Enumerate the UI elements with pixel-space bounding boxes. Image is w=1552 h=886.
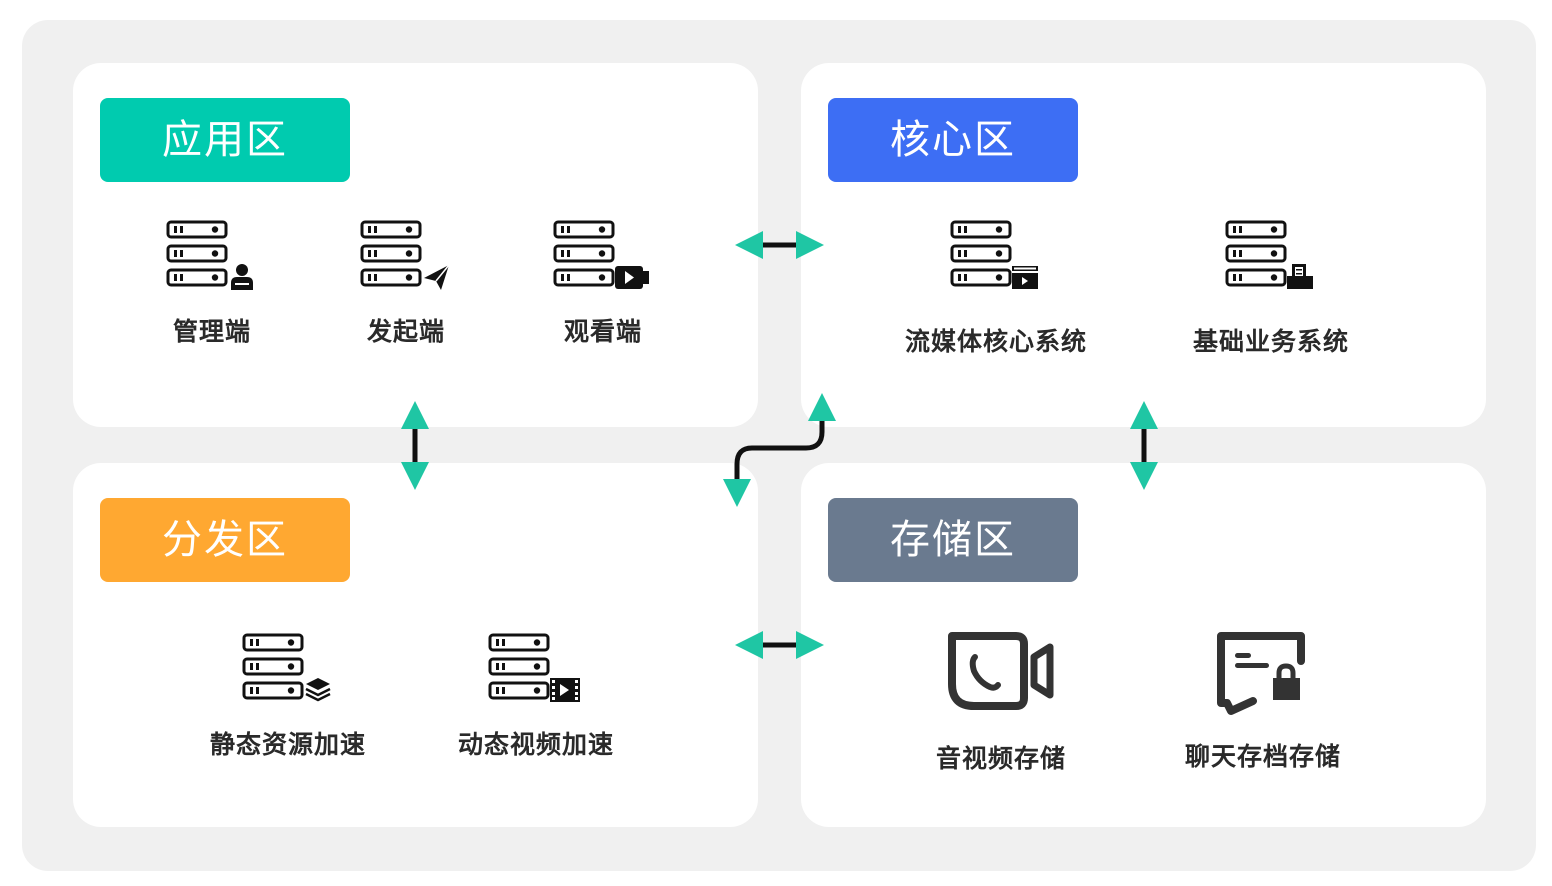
- server-document-icon: [1225, 220, 1313, 289]
- server-media-icon: [950, 220, 1038, 289]
- node-av-storage: 音视频存储: [921, 631, 1081, 775]
- zone-application-title: 应用区: [100, 98, 350, 182]
- zone-distribution: 分发区 静态资源加速 动态视频加速: [73, 463, 758, 827]
- node-streaming-core: 流媒体核心系统: [891, 220, 1101, 358]
- node-static-acceleration-label: 静态资源加速: [209, 730, 366, 759]
- node-dynamic-video-acceleration-label: 动态视频加速: [457, 730, 614, 759]
- server-layers-icon: [242, 633, 331, 702]
- node-viewer: 观看端: [538, 220, 668, 348]
- node-static-acceleration: 静态资源加速: [198, 633, 378, 761]
- node-chat-archive-storage: 聊天存档存储: [1173, 631, 1353, 773]
- server-video-icon: [553, 220, 649, 289]
- node-basic-business-label: 基础业务系统: [1192, 327, 1349, 356]
- node-viewer-label: 观看端: [563, 317, 642, 346]
- video-call-icon: [948, 632, 1054, 710]
- chat-lock-icon: [1217, 632, 1305, 715]
- node-initiator: 发起端: [341, 220, 471, 348]
- node-av-storage-label: 音视频存储: [935, 744, 1066, 773]
- node-admin-label: 管理端: [172, 317, 251, 346]
- node-streaming-core-label: 流媒体核心系统: [904, 327, 1087, 356]
- node-initiator-label: 发起端: [366, 317, 445, 346]
- node-dynamic-video-acceleration: 动态视频加速: [446, 633, 626, 761]
- zone-storage: 存储区 音视频存储 聊天存档存储: [801, 463, 1486, 827]
- zone-application: 应用区 管理端 发起端 观看端: [73, 63, 758, 427]
- zone-distribution-title: 分发区: [100, 498, 350, 582]
- node-admin: 管理端: [147, 220, 277, 348]
- server-film-icon: [488, 633, 580, 702]
- zone-storage-title: 存储区: [828, 498, 1078, 582]
- node-basic-business: 基础业务系统: [1171, 220, 1371, 358]
- server-send-icon: [360, 220, 450, 290]
- zone-core: 核心区 流媒体核心系统 基础业务系统: [801, 63, 1486, 427]
- zone-core-title: 核心区: [828, 98, 1078, 182]
- node-chat-archive-storage-label: 聊天存档存储: [1184, 742, 1341, 771]
- server-user-icon: [166, 220, 253, 290]
